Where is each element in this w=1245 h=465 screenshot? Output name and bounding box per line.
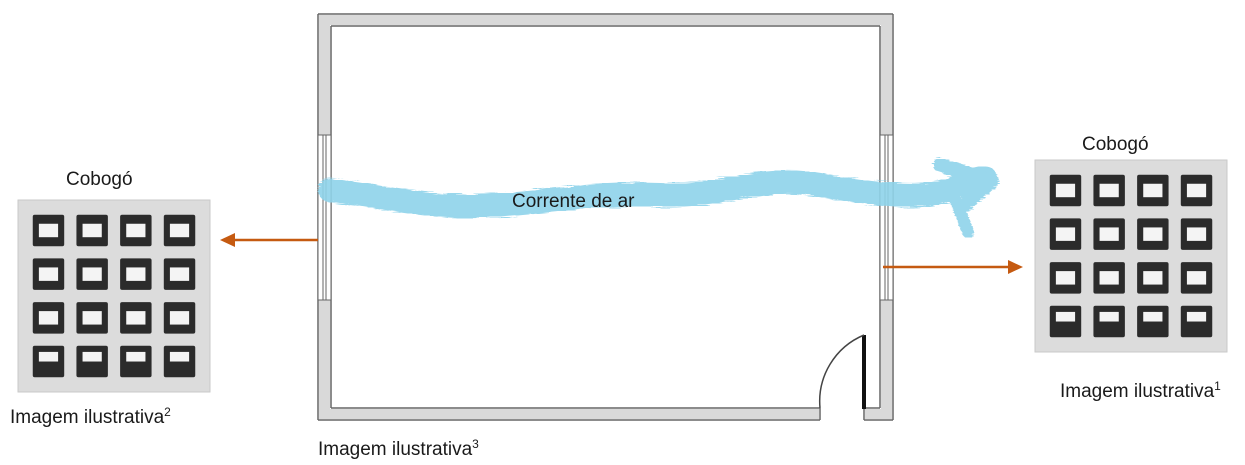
block-opening-light — [126, 311, 146, 325]
block-opening-light — [38, 311, 59, 325]
block-opening — [1049, 305, 1082, 338]
block-opening-light — [1099, 311, 1119, 322]
block-opening — [120, 345, 152, 378]
block-opening-light — [1143, 271, 1163, 285]
block-opening-light — [169, 351, 190, 362]
block-opening — [1093, 305, 1125, 338]
block-opening-light — [169, 311, 190, 325]
block-opening-light — [126, 351, 146, 362]
door — [818, 334, 866, 409]
block-opening-light — [1143, 227, 1163, 241]
block-opening-light — [82, 267, 102, 281]
block-opening-light — [1186, 271, 1207, 285]
block-opening-light — [38, 223, 59, 238]
right-caption: Imagem ilustrativa1 — [1060, 379, 1221, 402]
left-cobogo-title: Cobogó — [66, 169, 133, 190]
room-floor-plan — [317, 13, 894, 421]
block-opening-light — [1186, 227, 1207, 241]
block-opening-light — [1099, 271, 1119, 285]
airflow-label: Corrente de ar — [512, 191, 635, 212]
left-caption: Imagem ilustrativa2 — [10, 405, 171, 428]
block-opening-light — [82, 311, 102, 325]
block-opening — [1137, 305, 1169, 338]
left-window — [317, 134, 332, 301]
room-wall-fill — [319, 15, 892, 419]
block-opening-light — [1055, 271, 1076, 285]
block-opening — [1180, 305, 1213, 338]
exit-arrow-left — [220, 233, 318, 247]
block-opening-light — [1143, 311, 1163, 322]
block-opening-light — [38, 351, 59, 362]
block-opening-light — [1055, 227, 1076, 241]
block-opening-light — [1186, 311, 1207, 322]
block-opening-light — [1186, 183, 1207, 198]
block-opening-light — [1055, 183, 1076, 198]
room-walls — [317, 13, 894, 421]
block-opening-light — [82, 351, 102, 362]
block-opening-light — [38, 267, 59, 281]
airflow-stream — [318, 158, 999, 238]
block-opening-light — [169, 267, 190, 281]
block-opening-light — [1099, 183, 1119, 198]
block-opening-light — [169, 223, 190, 238]
block-opening — [163, 345, 196, 378]
block-opening — [76, 345, 108, 378]
right-cobogo-block — [1034, 159, 1228, 353]
room-caption: Imagem ilustrativa3 — [318, 437, 479, 460]
block-opening-light — [1099, 227, 1119, 241]
block-opening-light — [126, 223, 146, 238]
block-opening-light — [1055, 311, 1076, 322]
block-opening — [32, 345, 65, 378]
right-cobogo-title: Cobogó — [1082, 134, 1149, 155]
block-opening-light — [82, 223, 102, 238]
block-opening-light — [126, 267, 146, 281]
right-window — [879, 134, 894, 301]
block-opening-light — [1143, 183, 1163, 198]
left-cobogo-block — [17, 199, 211, 393]
exit-arrow-right — [883, 260, 1023, 274]
